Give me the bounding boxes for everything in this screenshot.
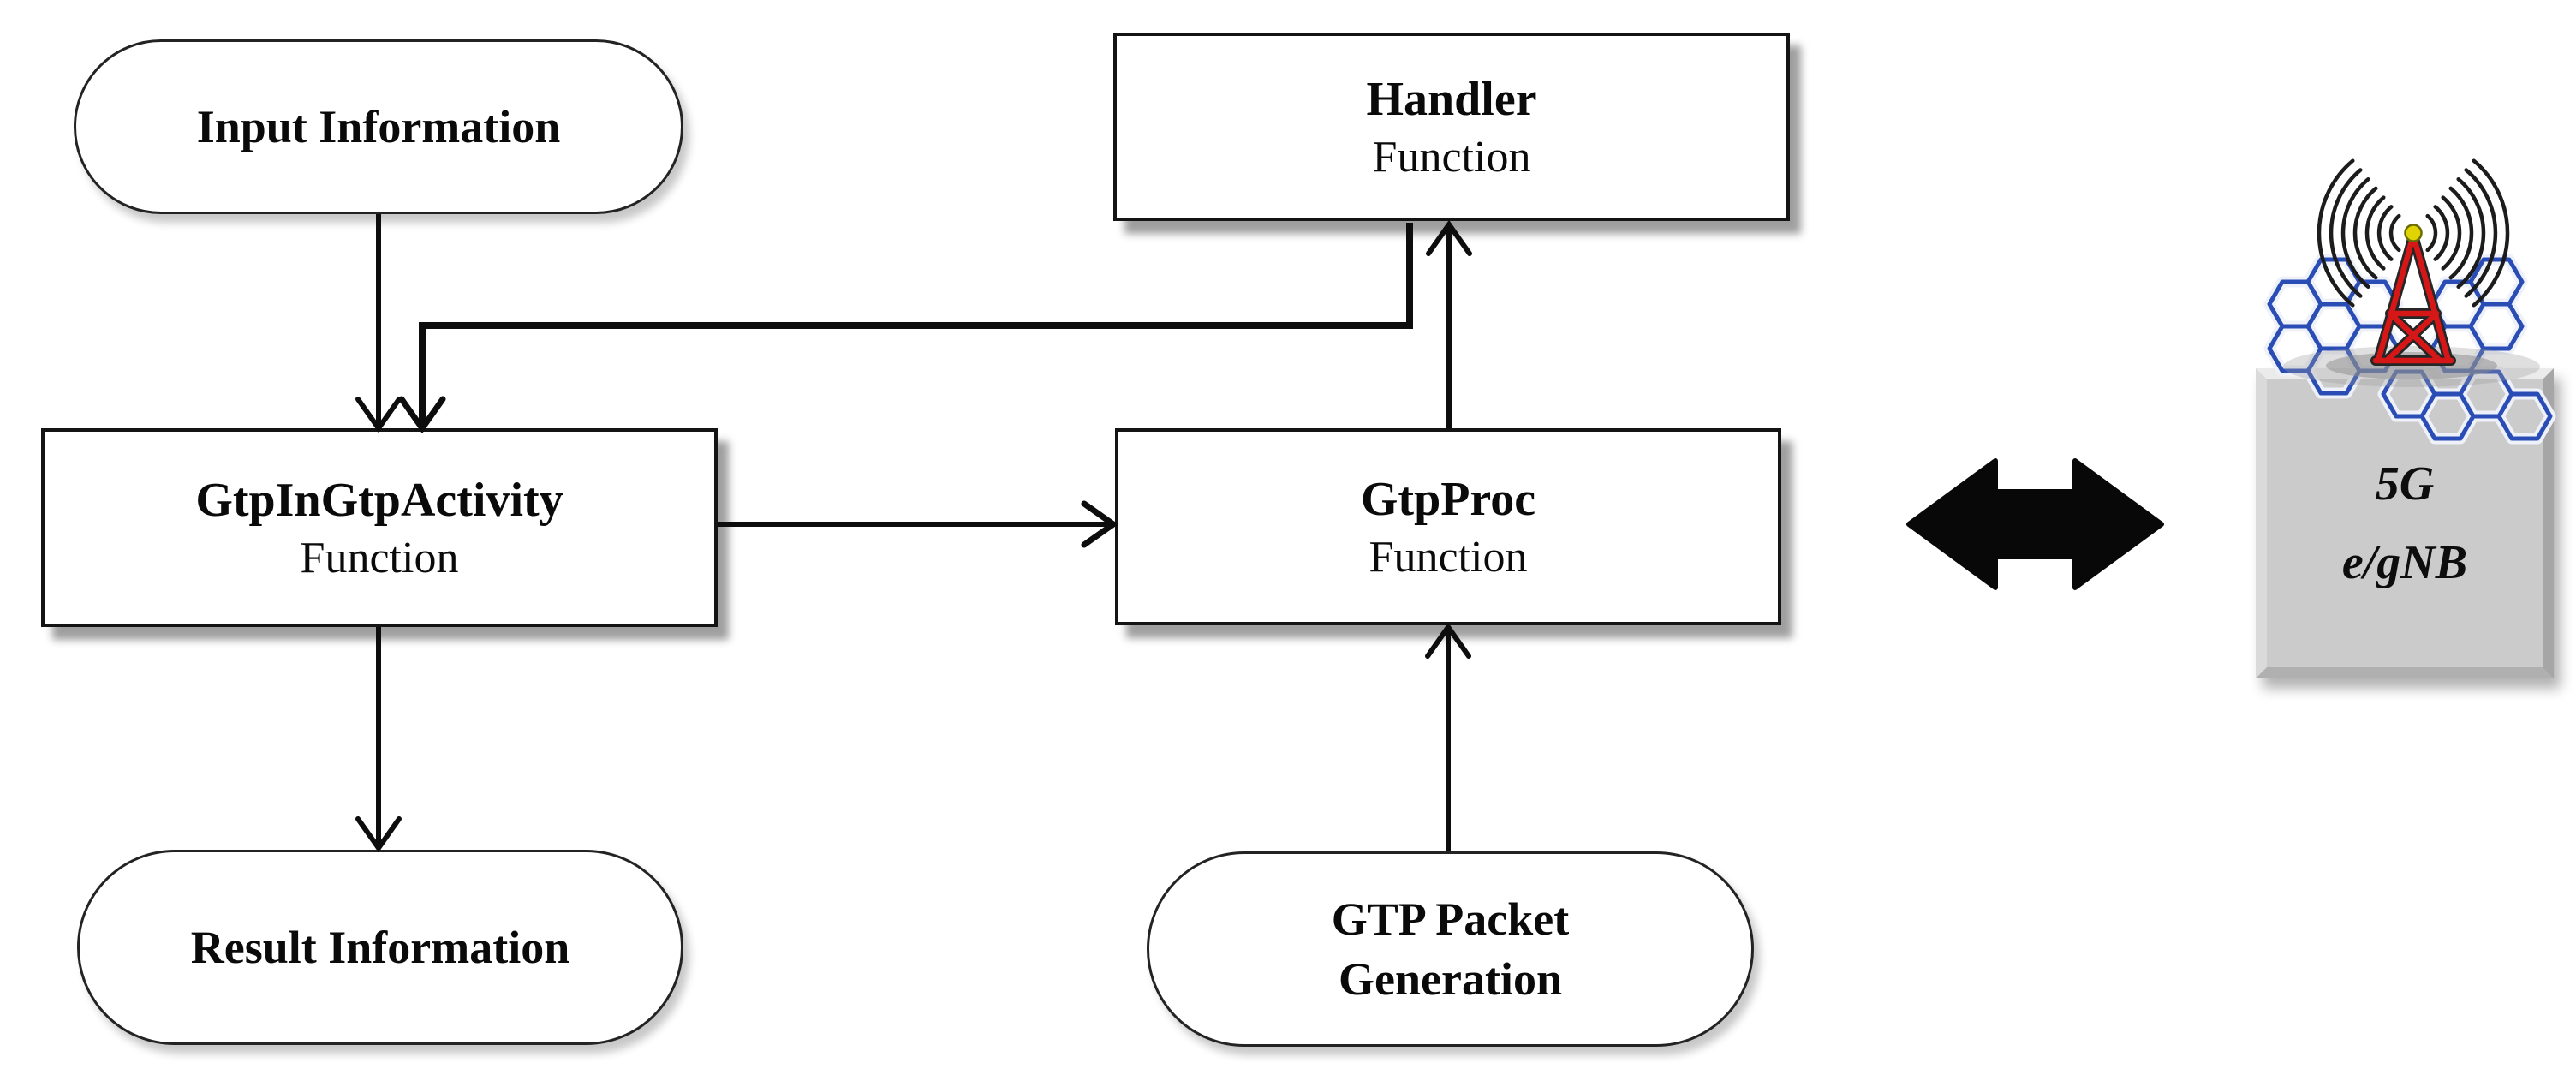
arrowhead-into-handler-from-gtpproc (1426, 219, 1472, 256)
tower-lattice (2372, 238, 2454, 364)
node-subtitle: Function (300, 533, 459, 582)
node-label: Result Information (190, 921, 570, 973)
arrowhead-into-gtpingtp-from-input (355, 397, 402, 433)
edge-handler-to-gtpingtp-elbow (419, 223, 1413, 425)
antenna-tip (2404, 224, 2423, 242)
arrowhead-into-gtpproc-from-packet (1425, 622, 1471, 659)
node-gtp-packet-generation: GTP Packet Generation (1147, 851, 1754, 1047)
node-5g-egnb-box: 5G e/gNB (2256, 368, 2554, 678)
node-title: Handler (1366, 72, 1537, 126)
arrowhead-into-gtpingtp-from-handler (398, 396, 446, 434)
bidirectional-arrow-icon (1906, 458, 2164, 590)
node-result-information: Result Information (77, 850, 683, 1045)
base-station-label-line1: 5G (2375, 457, 2435, 511)
node-gtpproc-function: GtpProc Function (1115, 428, 1781, 625)
node-subtitle: Function (1372, 132, 1531, 182)
tower-outline (2370, 236, 2456, 366)
arrowhead-into-gtpproc-from-gtpingtp (1081, 500, 1119, 548)
node-input-information: Input Information (74, 39, 683, 214)
node-handler-function: Handler Function (1113, 33, 1790, 221)
node-label-line2: Generation (1339, 953, 1562, 1005)
node-gtpingtpactivity-function: GtpInGtpActivity Function (41, 428, 718, 627)
node-subtitle: Function (1368, 532, 1528, 582)
radio-waves-icon (2317, 158, 2510, 308)
node-title: GtpInGtpActivity (195, 473, 564, 527)
node-label-line1: GTP Packet (1331, 893, 1570, 945)
arrowhead-into-result-from-gtpingtp (355, 816, 402, 853)
node-label: Input Information (196, 100, 561, 152)
node-title: GtpProc (1360, 472, 1536, 526)
base-station-label-line2: e/gNB (2341, 536, 2468, 589)
